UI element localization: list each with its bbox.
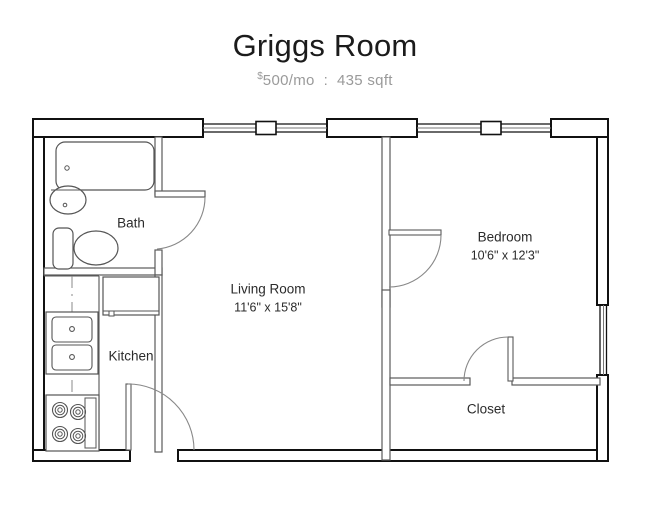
bathtub-drain-icon [64, 165, 70, 171]
window-top-1 [203, 120, 327, 136]
exterior-wall-south-left [32, 449, 131, 462]
plan-subtitle: $500/mo : 435 sqft [0, 68, 650, 90]
partition-kitchen-east [154, 274, 163, 453]
exterior-wall-east-upper [596, 118, 609, 306]
price-currency-symbol: $ [257, 71, 263, 82]
door-entry-leaf [125, 383, 132, 451]
stove-icon [45, 394, 100, 452]
window-right-1 [599, 305, 608, 375]
toilet-icon [52, 227, 119, 270]
room-dims-bedroom: 10'6" x 12'3" [471, 248, 540, 262]
room-label-living-room: Living Room [230, 282, 305, 297]
exterior-wall-north-b [326, 118, 418, 138]
door-entry-arc [127, 383, 195, 451]
door-bedroom-leaf [388, 229, 442, 236]
price-value: 500/mo [262, 72, 315, 89]
sink-drain-icon [62, 202, 68, 208]
room-label-bedroom: Bedroom [478, 230, 533, 245]
partition-bath-east-lower [154, 249, 163, 276]
room-dims-living-room: 11'6" x 15'8" [234, 300, 302, 314]
sink-basin-left-icon [51, 316, 93, 343]
room-label-closet: Closet [467, 402, 506, 417]
burner-front-right-icon [69, 403, 87, 421]
area-value: 435 sqft [336, 72, 393, 89]
door-bath [156, 196, 206, 250]
room-labels: Bath Kitchen Living Room 11'6" x 15'8" B… [108, 216, 539, 417]
subtitle-separator: : [323, 72, 329, 89]
partition-bedroom-closet-right [511, 377, 601, 386]
window-mullion [480, 120, 502, 136]
exterior-wall-east-lower [596, 374, 609, 462]
partition-bedroom-closet-left [389, 377, 471, 386]
stove-control-panel-icon [84, 397, 97, 449]
doors [125, 196, 514, 451]
bathtub-icon [55, 141, 155, 191]
page-title: Griggs Room [232, 28, 418, 63]
door-closet-leaf [507, 336, 514, 382]
door-closet-arc [463, 336, 509, 382]
bath-door-header [154, 190, 206, 198]
exterior-wall-north-c [550, 118, 609, 138]
exterior-wall-south-right [177, 449, 609, 462]
burner-front-left-icon [51, 401, 69, 419]
partition-bath-east-upper [154, 136, 163, 196]
kitchen-fixtures [44, 275, 160, 452]
kitchen-sink-icon [45, 311, 99, 375]
door-closet [463, 336, 514, 382]
window-mullion [255, 120, 277, 136]
door-bedroom [388, 229, 442, 288]
windows [203, 120, 608, 375]
burner-back-right-icon [69, 427, 87, 445]
room-label-bath: Bath [117, 216, 145, 231]
appliance-foot-icon [108, 310, 115, 317]
sink-basin-right-icon [51, 344, 93, 371]
partition-living-bedroom-lower [381, 289, 391, 461]
bath-sink-icon [49, 185, 87, 215]
exterior-wall-west [32, 118, 45, 462]
exterior-wall-north-a [32, 118, 204, 138]
toilet-bowl-icon [73, 230, 119, 266]
title-block: Griggs Room $500/mo : 435 sqft [0, 28, 650, 90]
door-entry [125, 383, 195, 451]
room-label-kitchen: Kitchen [108, 349, 153, 364]
exterior-walls [32, 118, 609, 462]
bath-fixtures [49, 141, 155, 270]
toilet-tank-icon [52, 227, 74, 270]
burner-back-left-icon [51, 425, 69, 443]
door-bath-arc [156, 196, 206, 250]
window-top-2 [417, 120, 551, 136]
counter-upper-block [102, 276, 160, 317]
partition-living-bedroom-upper [381, 136, 391, 308]
door-bedroom-arc [388, 234, 442, 288]
